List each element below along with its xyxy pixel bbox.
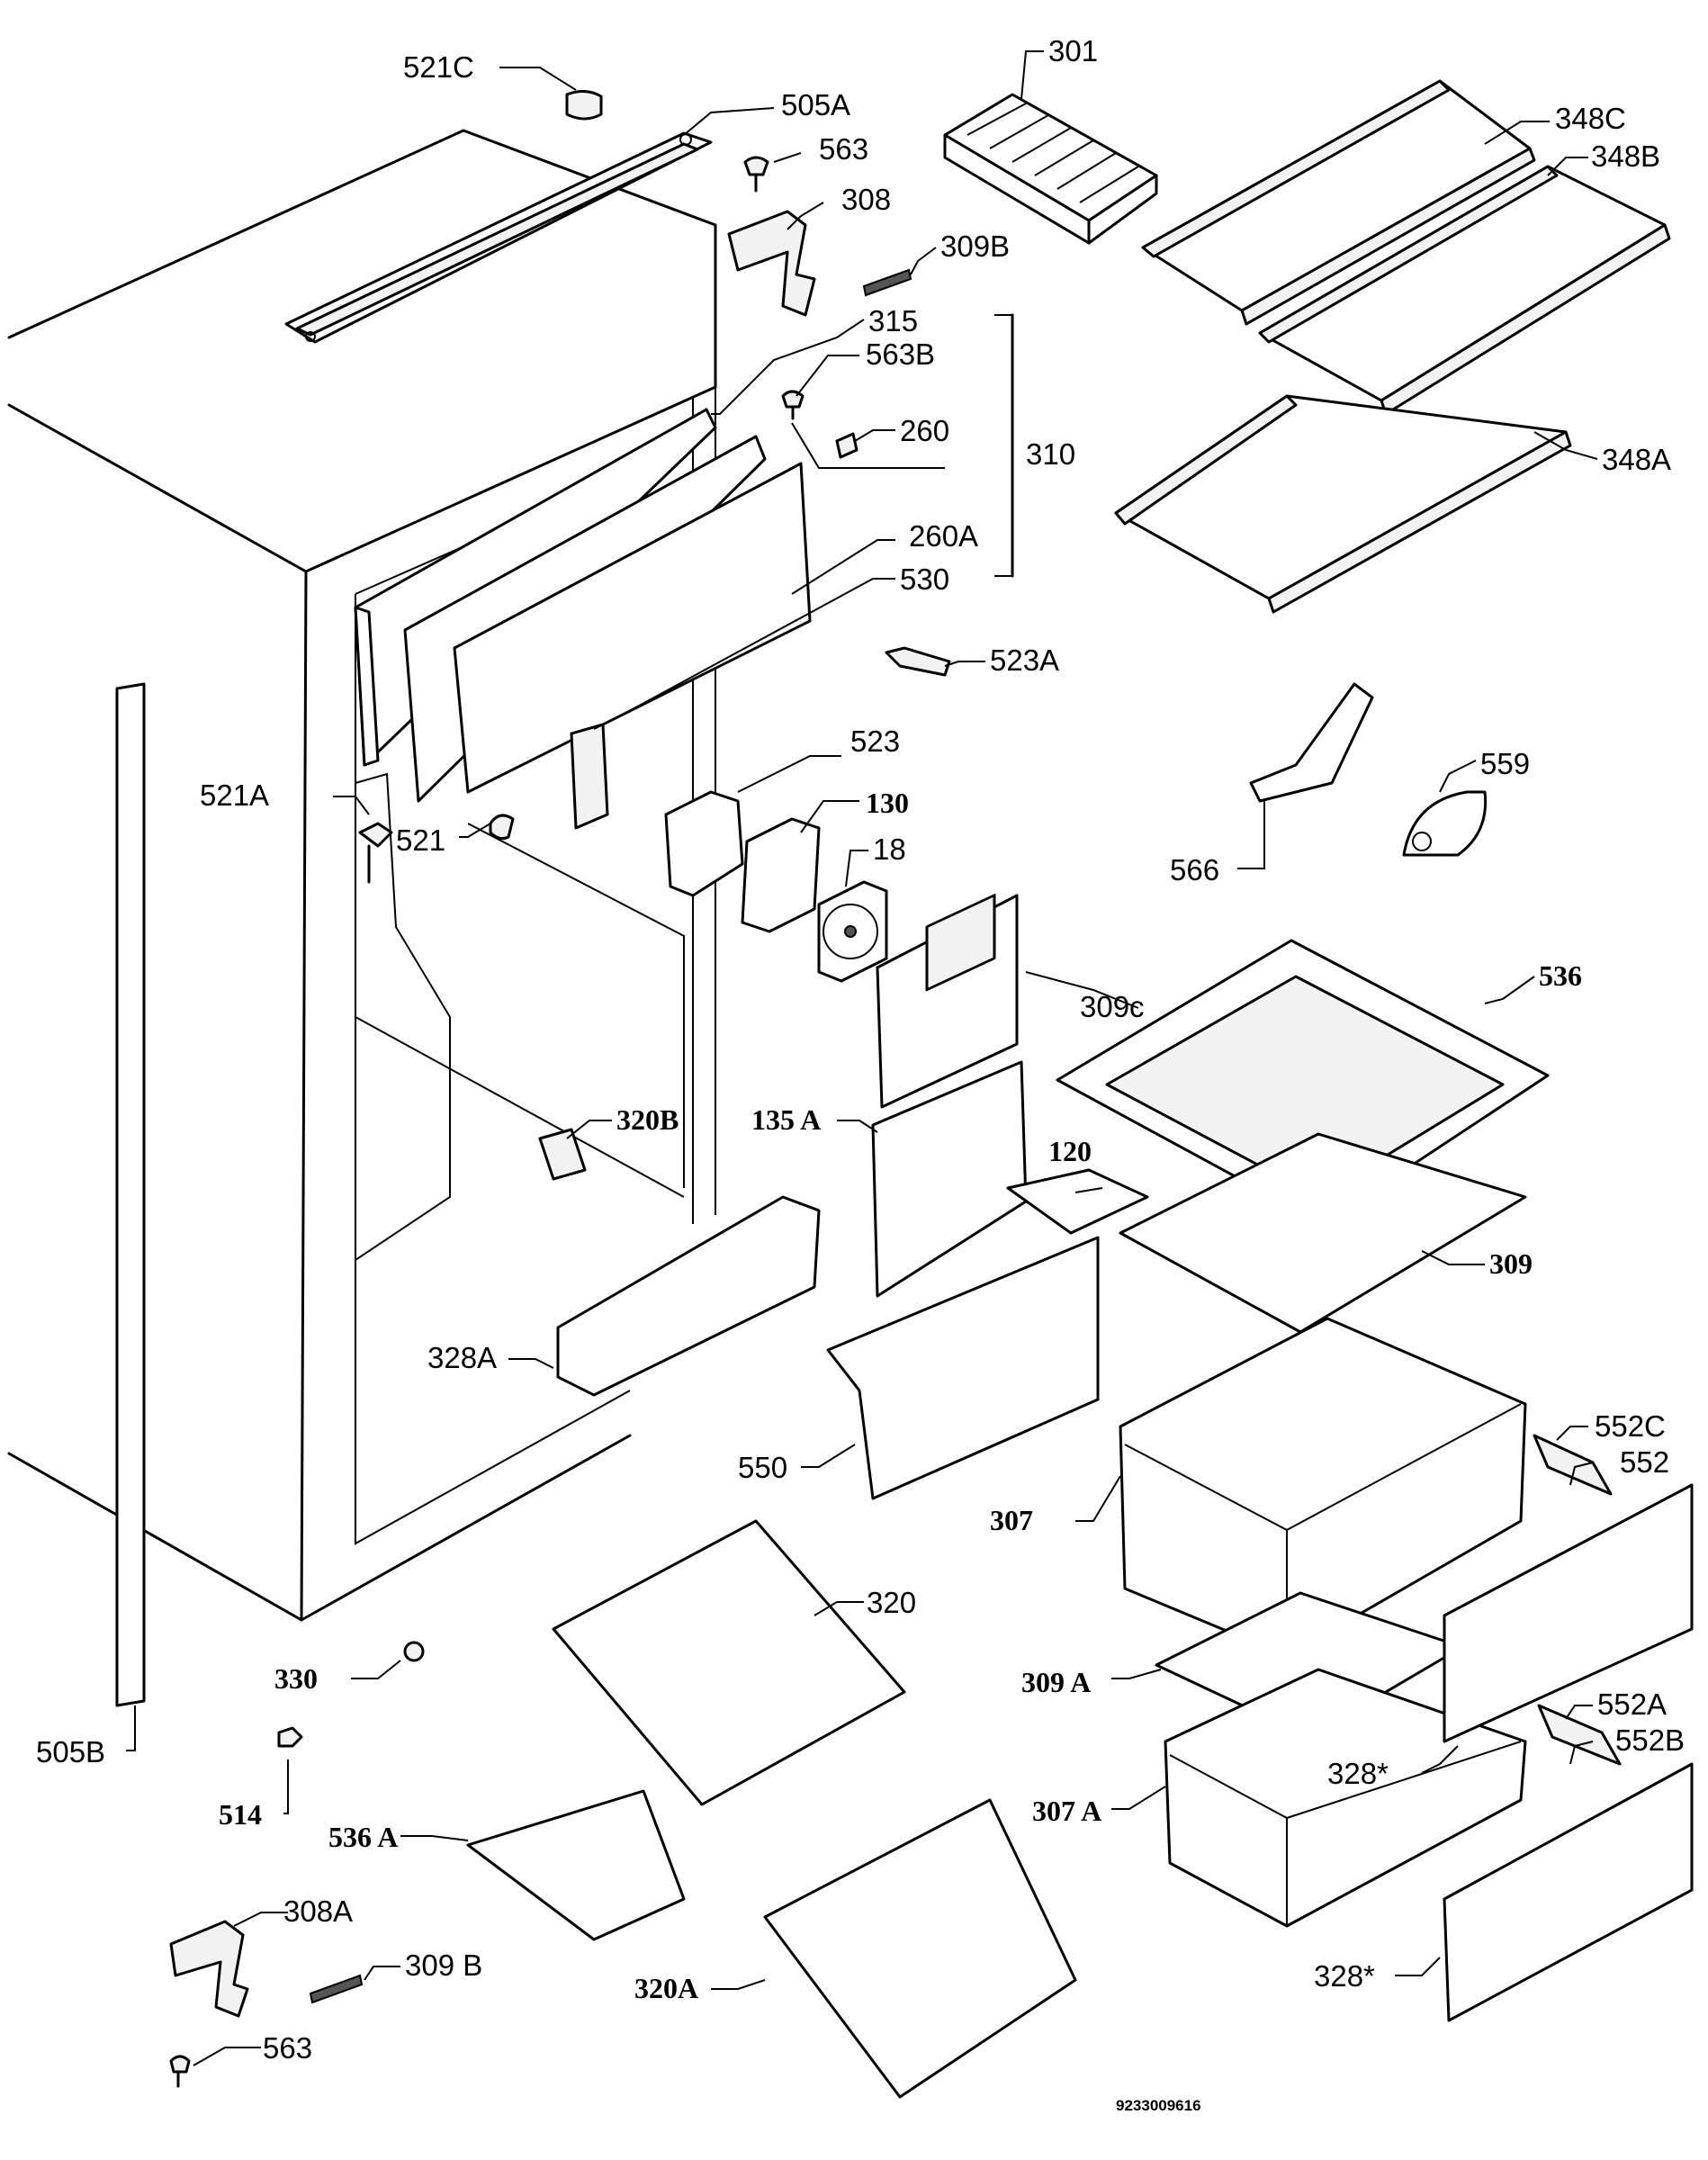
part-328a-door-bin	[556, 1195, 821, 1397]
part-320-wire-shelf	[552, 1519, 906, 1806]
label-521: 521	[396, 824, 445, 857]
part-309b-lower-label	[309, 1974, 364, 2004]
part-521-bulb	[489, 814, 515, 841]
part-563-screw	[743, 156, 769, 193]
label-309b-bottom: 309 B	[405, 1948, 482, 1982]
part-563b-screw	[781, 390, 805, 420]
part-521c-cap	[565, 90, 603, 121]
part-328star-front-lower	[1443, 1762, 1694, 2022]
part-labels: 521C 505A 563 308 309B 301 348C 348B 348…	[36, 34, 1685, 2114]
part-348a-glass-shelf	[1114, 394, 1572, 614]
label-563b: 563B	[866, 338, 935, 371]
label-328star-lower: 328*	[1314, 1959, 1375, 1993]
label-18: 18	[873, 832, 906, 866]
label-310: 310	[1026, 437, 1075, 471]
label-328star-upper: 328*	[1327, 1757, 1389, 1790]
label-552b: 552B	[1615, 1724, 1685, 1757]
refrigerator-cabinet	[7, 129, 717, 1622]
label-563: 563	[819, 132, 868, 166]
part-505b-door-seal	[115, 682, 146, 1707]
label-550: 550	[738, 1451, 787, 1484]
label-563-bottom: 563	[263, 2031, 312, 2065]
label-320: 320	[867, 1586, 916, 1619]
part-301-ice-tray	[943, 93, 1158, 245]
label-536a: 536 A	[328, 1821, 398, 1853]
label-120: 120	[1048, 1135, 1092, 1167]
label-552: 552	[1620, 1445, 1669, 1479]
label-320b: 320B	[616, 1103, 679, 1136]
label-552a: 552A	[1597, 1688, 1667, 1721]
label-309a: 309 A	[1021, 1666, 1091, 1698]
label-320a: 320A	[634, 1972, 698, 2004]
label-309: 309	[1489, 1247, 1533, 1280]
label-260a: 260A	[909, 519, 978, 553]
part-120-tray	[1006, 1168, 1149, 1235]
part-348b-glass-shelf	[1258, 165, 1671, 416]
part-536a-wire-rack	[466, 1789, 686, 1941]
part-530-bracket	[570, 723, 609, 830]
part-260-clip	[835, 432, 858, 459]
part-309b-label	[862, 268, 912, 297]
part-309c-cover	[876, 894, 1019, 1109]
label-521c: 521C	[403, 50, 474, 84]
label-514: 514	[219, 1798, 262, 1831]
part-505a-top-bar	[284, 131, 713, 344]
label-348b: 348B	[1591, 140, 1660, 173]
label-309b-top: 309B	[940, 230, 1010, 263]
label-536: 536	[1539, 959, 1582, 992]
part-563-lower-screw	[169, 2055, 191, 2088]
part-308-hinge	[727, 210, 816, 317]
part-309-glass-plate	[1119, 1132, 1527, 1334]
part-566-scraper	[1249, 682, 1374, 803]
label-330: 330	[274, 1662, 318, 1695]
part-260a-panel	[453, 462, 812, 794]
part-328star-front-upper	[1443, 1483, 1694, 1743]
label-130: 130	[866, 787, 909, 819]
label-135a: 135 A	[751, 1103, 821, 1136]
label-308: 308	[841, 183, 891, 216]
label-530: 530	[900, 562, 949, 596]
label-328a: 328A	[427, 1341, 497, 1374]
label-559: 559	[1480, 747, 1530, 780]
label-521a: 521A	[200, 778, 269, 812]
label-307: 307	[990, 1504, 1033, 1536]
label-505b: 505B	[36, 1735, 105, 1768]
label-260: 260	[900, 414, 949, 447]
part-348c-glass-shelf	[1141, 79, 1536, 326]
label-301: 301	[1048, 34, 1098, 68]
label-505a: 505A	[781, 88, 850, 122]
label-308a: 308A	[283, 1894, 353, 1928]
part-523-housing	[664, 790, 744, 897]
part-523a-plug	[885, 646, 951, 677]
label-348a: 348A	[1602, 443, 1671, 476]
part-559-knob	[1402, 790, 1488, 857]
part-308a-hinge	[169, 1920, 249, 2018]
part-521a-lamp	[358, 822, 393, 884]
part-18-fan	[817, 880, 888, 983]
label-315: 315	[868, 304, 918, 338]
part-130-filter	[741, 817, 821, 933]
part-320a-wire-basket	[763, 1798, 1077, 2099]
label-348c: 348C	[1555, 102, 1626, 135]
part-514-bolt	[277, 1726, 303, 1748]
label-552c: 552C	[1595, 1409, 1666, 1443]
part-320b-switch	[538, 1128, 587, 1181]
label-523a: 523A	[990, 644, 1059, 677]
part-307a-drawer	[1164, 1668, 1527, 1928]
part-552-rails	[1533, 1434, 1622, 1766]
part-307-drawer	[1119, 1317, 1527, 1658]
label-523: 523	[850, 724, 900, 758]
drawing-code: 9233009616	[1116, 2097, 1201, 2114]
leader-lines	[126, 50, 1598, 2066]
label-309c: 309c	[1080, 990, 1145, 1023]
part-330-plug	[403, 1641, 425, 1662]
label-307a: 307 A	[1032, 1795, 1101, 1827]
part-550-divider	[826, 1236, 1100, 1500]
label-566: 566	[1170, 853, 1219, 886]
